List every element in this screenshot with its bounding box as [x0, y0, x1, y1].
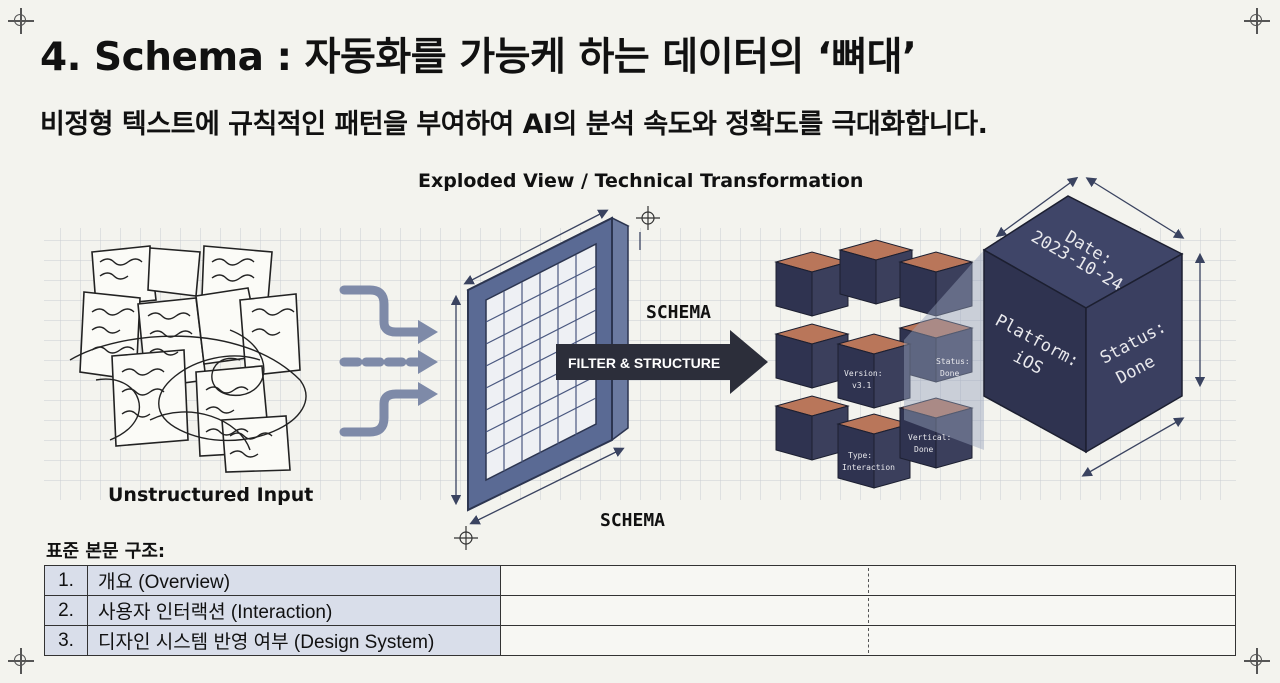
process-label: FILTER & STRUCTURE [568, 355, 720, 371]
table-row: 1. 개요 (Overview) [44, 565, 1236, 596]
row-number: 2. [44, 595, 88, 626]
structure-heading: 표준 본문 구조: [46, 541, 166, 562]
crosshair-icon [454, 206, 660, 550]
crosshair-icon [8, 8, 34, 34]
row-label: 사용자 인터랙션 (Interaction) [87, 595, 501, 626]
projection-beam [904, 250, 984, 450]
small-cube-version: Version: [844, 369, 883, 378]
row-label: 디자인 시스템 반영 여부 (Design System) [87, 625, 501, 656]
empty-cell [500, 595, 1236, 626]
small-cube-vertical: Vertical: [908, 433, 951, 442]
crosshair-icon [1244, 648, 1270, 674]
row-label: 개요 (Overview) [87, 565, 501, 596]
schema-label-bottom: SCHEMA [600, 510, 666, 531]
empty-cell [500, 565, 1236, 596]
structure-table: 1. 개요 (Overview) 2. 사용자 인터랙션 (Interactio… [44, 565, 1236, 656]
input-arrows [339, 285, 425, 437]
scribble-lines [69, 258, 307, 458]
small-cube-version-value: v3.1 [852, 381, 871, 390]
page-title: 4. Schema : 자동화를 가능케 하는 데이터의 ‘뼈대’ [40, 35, 917, 80]
schema-diagram: Date: 2023-10-24 Platform: iOS Status: D… [44, 176, 1236, 550]
big-data-cube [982, 195, 1184, 454]
small-cubes [774, 239, 974, 489]
empty-cell [500, 625, 1236, 656]
row-number: 1. [44, 565, 88, 596]
small-cube-vertical-value: Done [914, 445, 933, 454]
page-subtitle: 비정형 텍스트에 규칙적인 패턴을 부여하여 AI의 분석 속도와 정확도를 극… [40, 109, 988, 140]
table-row: 2. 사용자 인터랙션 (Interaction) [44, 595, 1236, 626]
schema-label-top: SCHEMA [646, 302, 712, 323]
process-arrow [556, 330, 768, 394]
unstructured-input-label: Unstructured Input [108, 484, 314, 506]
small-cube-type: Type: [848, 451, 872, 460]
dimension-lines [450, 176, 1206, 525]
small-cube-status-value: Done [940, 369, 959, 378]
crosshair-icon [8, 648, 34, 674]
row-number: 3. [44, 625, 88, 656]
small-cube-type-value: Interaction [842, 463, 895, 472]
table-row: 3. 디자인 시스템 반영 여부 (Design System) [44, 625, 1236, 656]
small-cube-status: Status: [936, 357, 970, 366]
diagram-caption: Exploded View / Technical Transformation [418, 170, 864, 192]
crosshair-icon [1244, 8, 1270, 34]
